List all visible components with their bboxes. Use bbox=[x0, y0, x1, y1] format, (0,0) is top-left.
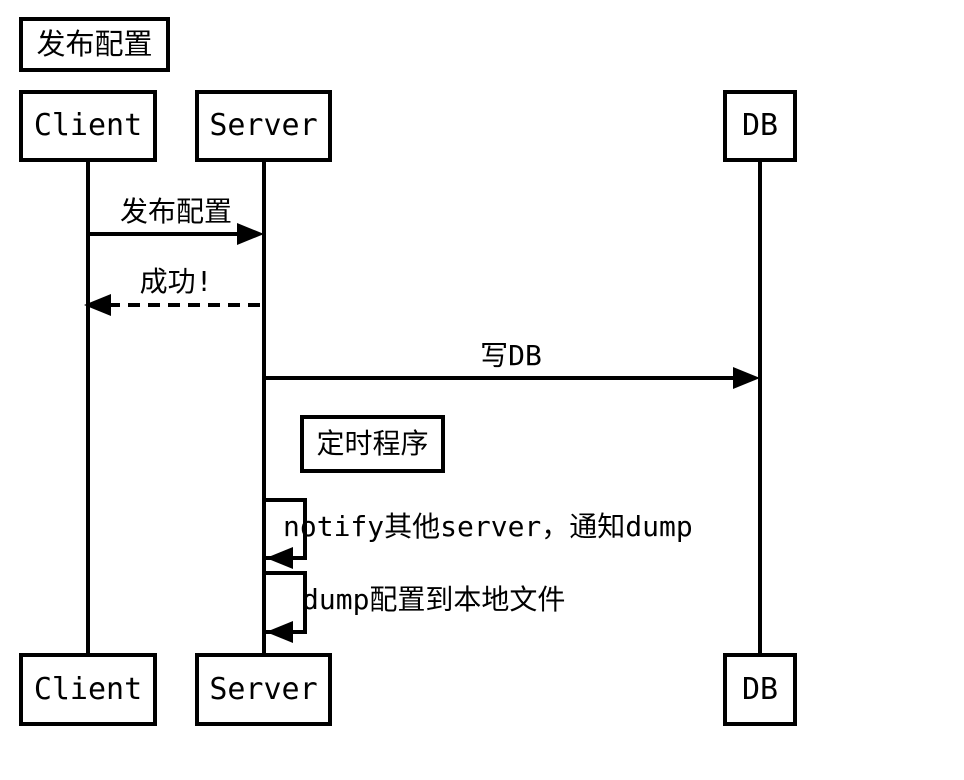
lifeline-client bbox=[86, 162, 90, 653]
note-timer-label: 定时程序 bbox=[316, 427, 429, 460]
participant-label: Client bbox=[33, 671, 143, 707]
message-label-success: 成功! bbox=[139, 265, 213, 298]
message-label-notify: notify其他server，通知dump bbox=[283, 510, 693, 543]
lifeline-db bbox=[758, 162, 762, 653]
arrowhead-right-icon bbox=[237, 223, 264, 245]
message-line-success bbox=[108, 303, 264, 307]
participant-db-top: DB bbox=[723, 90, 797, 162]
arrowhead-left-icon bbox=[84, 294, 111, 316]
participant-client-bottom: Client bbox=[19, 653, 157, 726]
diagram-title: 发布配置 bbox=[36, 27, 153, 61]
participant-label: DB bbox=[741, 671, 779, 707]
message-line-write-db bbox=[264, 376, 735, 380]
arrowhead-left-icon bbox=[266, 547, 293, 569]
message-label-publish-config: 发布配置 bbox=[119, 195, 232, 228]
participant-label: Server bbox=[209, 108, 318, 143]
arrowhead-right-icon bbox=[733, 367, 760, 389]
participant-label: Client bbox=[33, 108, 143, 143]
message-label-dump: dump配置到本地文件 bbox=[302, 583, 566, 616]
diagram-title-box: 发布配置 bbox=[19, 17, 170, 72]
participant-client-top: Client bbox=[19, 90, 157, 162]
participant-server-top: Server bbox=[195, 90, 332, 162]
message-line-publish-config bbox=[88, 232, 240, 236]
participant-label: Server bbox=[209, 671, 318, 707]
arrowhead-left-icon bbox=[266, 621, 293, 643]
note-timer-box: 定时程序 bbox=[300, 415, 445, 473]
lifeline-server bbox=[262, 162, 266, 653]
participant-server-bottom: Server bbox=[195, 653, 332, 726]
message-label-write-db: 写DB bbox=[480, 339, 542, 372]
participant-label: DB bbox=[741, 108, 779, 143]
participant-db-bottom: DB bbox=[723, 653, 797, 726]
